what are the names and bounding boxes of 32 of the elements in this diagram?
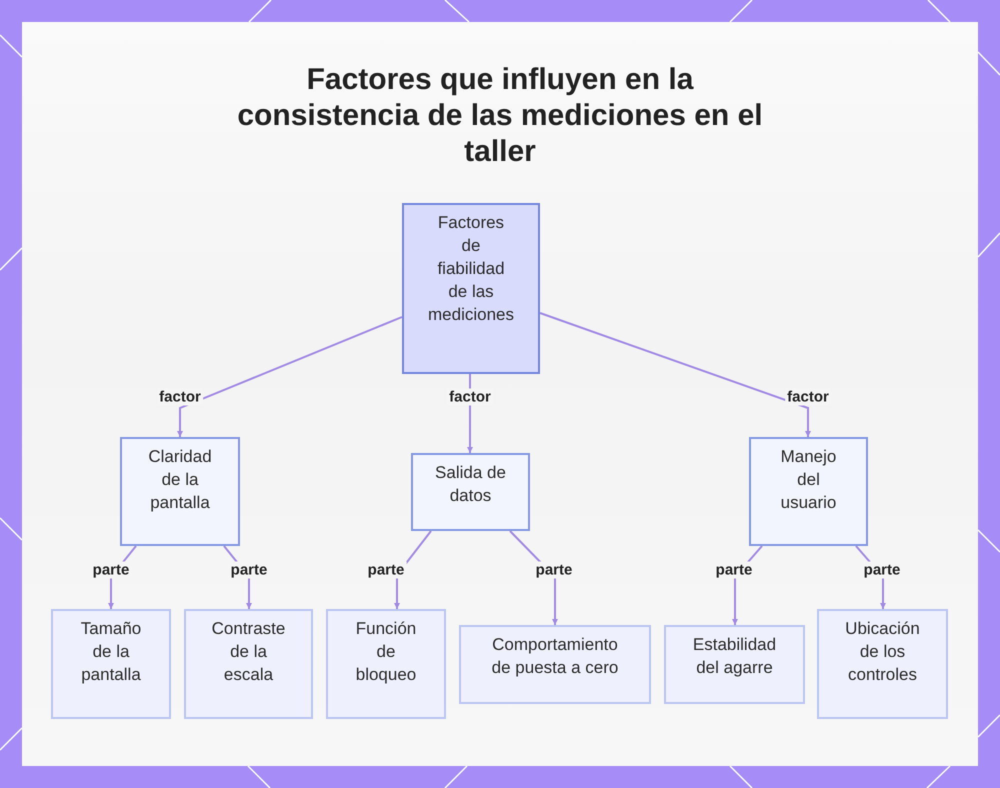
node-label: Manejo del usuario: [780, 446, 838, 514]
concept-box: [664, 625, 805, 704]
connector-arrow: [540, 312, 811, 437]
node-label: Ubicación de los controles: [844, 618, 921, 686]
edge-label: parte: [714, 562, 754, 578]
node-label: Contraste de la escala: [210, 618, 286, 686]
edge-label: factor: [157, 388, 203, 406]
edge-label: parte: [534, 562, 574, 578]
node-label: Comportamiento de puesta a cero: [490, 634, 620, 679]
node-label: Estabilidad del agarre: [692, 634, 778, 679]
edge-label: parte: [862, 562, 902, 578]
concept-box: [411, 453, 530, 531]
concept-box: [326, 609, 446, 719]
node-label: Factores de fiabilidad de las mediciones: [427, 212, 515, 326]
connector-arrow: [177, 316, 402, 437]
edge-label: factor: [785, 388, 831, 406]
concept-box: [184, 609, 313, 719]
concept-box: [51, 609, 171, 719]
edge-label: factor: [447, 388, 493, 406]
concept-box: [459, 625, 651, 704]
edge-label: parte: [366, 562, 406, 578]
concept-box: [817, 609, 948, 719]
edge-label: parte: [228, 562, 270, 578]
node-label: Claridad de la pantalla: [147, 446, 213, 514]
concept-box: [749, 437, 868, 546]
node-label: Salida de datos: [434, 462, 507, 507]
node-label: Función de bloqueo: [354, 618, 418, 686]
concept-box: [120, 437, 240, 546]
diagram-title: Factores que influyen en la consistencia de las mediciones en el taller: [236, 62, 764, 170]
node-label: Tamaño de la pantalla: [80, 618, 142, 686]
edge-label: parte: [90, 562, 132, 578]
root-box: [402, 203, 540, 374]
